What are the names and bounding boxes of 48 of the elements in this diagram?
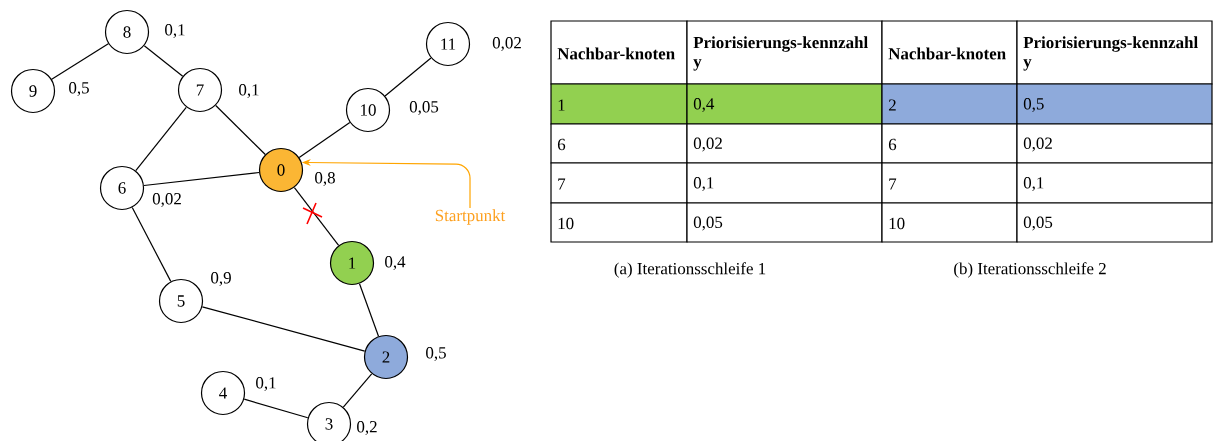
value-label: 0,02 xyxy=(492,37,521,51)
table-cell: 0,5 xyxy=(1016,83,1213,125)
value-label: 0,9 xyxy=(211,272,231,286)
table-cell: 0,02 xyxy=(686,123,883,164)
table-cell: 10 xyxy=(550,202,688,243)
connector-line xyxy=(243,398,309,419)
value-label: 0,5 xyxy=(426,347,446,361)
value-label: 0,8 xyxy=(315,172,335,186)
connector-line xyxy=(131,207,172,282)
table-cell: 7 xyxy=(881,162,1018,204)
connector-line xyxy=(143,171,260,187)
table-cell: 0,1 xyxy=(686,162,883,204)
table-cell: 2 xyxy=(881,83,1018,125)
table-caption: (a) Iterationsschleife 1 xyxy=(614,262,766,278)
table-cell: Nachbar-knoten xyxy=(550,20,688,85)
table-cell: 7 xyxy=(550,162,688,204)
connector-line xyxy=(143,45,184,77)
table-cell: Nachbar-knoten xyxy=(881,20,1018,85)
connector-line xyxy=(135,106,187,172)
connector-line xyxy=(358,283,380,337)
connector-line xyxy=(342,373,373,408)
table-cell: 1 xyxy=(550,83,688,125)
value-label: 0,1 xyxy=(256,377,276,391)
table-cell: 0,1 xyxy=(1016,162,1213,204)
table-cell: 0,05 xyxy=(1016,202,1213,243)
value-label: 0,4 xyxy=(385,256,406,270)
table-cell: 10 xyxy=(881,202,1018,243)
table-cell: Priorisierungs-kennzahl y xyxy=(686,20,883,85)
table-cell: 0,02 xyxy=(1016,123,1213,164)
connector-line xyxy=(298,121,351,159)
table-cell: 0,05 xyxy=(686,202,883,243)
table-cell: Priorisierungs-kennzahl y xyxy=(1016,20,1213,85)
connector-line xyxy=(201,306,366,352)
table-cell: 0,4 xyxy=(686,83,883,125)
value-label: 0,5 xyxy=(69,82,89,96)
connector-line xyxy=(384,57,432,97)
table-cell: 6 xyxy=(881,123,1018,164)
connector-line xyxy=(51,43,109,80)
table-cell: 6 xyxy=(550,123,688,164)
value-label: 0,05 xyxy=(409,101,439,115)
table-caption: (b) Iterationsschleife 2 xyxy=(954,262,1106,278)
connector-line xyxy=(215,104,266,156)
value-label: 0,02 xyxy=(152,193,181,207)
value-label: 0,1 xyxy=(165,24,185,38)
connector-line xyxy=(293,186,340,247)
value-label: 0,1 xyxy=(239,84,259,98)
start-label: Startpunkt xyxy=(435,209,506,225)
value-label: 0,2 xyxy=(357,421,377,435)
